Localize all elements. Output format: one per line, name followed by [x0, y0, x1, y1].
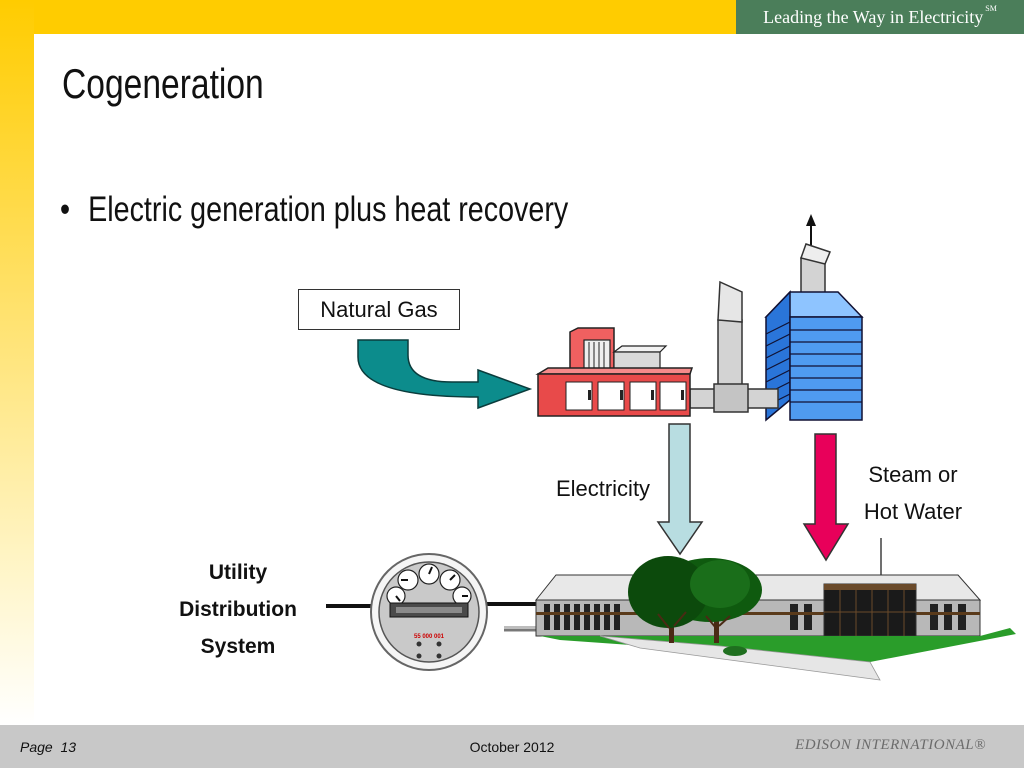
- page-label: Page: [20, 739, 53, 755]
- steam-label: Steam or Hot Water: [850, 456, 976, 530]
- utility-label-line1: Utility: [208, 561, 268, 584]
- gas-flow-arrow: [357, 339, 533, 410]
- meter-number: 55 000 001: [414, 634, 445, 640]
- heat-recovery-unit-icon: [764, 290, 864, 422]
- company-name: EDISON INTERNATIONAL®: [795, 737, 986, 753]
- electric-meter-icon: 55 000 001: [370, 553, 488, 671]
- gas-turbine-generator-icon: [535, 327, 694, 417]
- bullet-item: • Electric generation plus heat recovery: [60, 190, 568, 230]
- electricity-label: Electricity: [555, 476, 651, 501]
- tagline-service-mark: SM: [985, 4, 997, 13]
- footer-date: October 2012: [469, 739, 555, 755]
- exhaust-stack-icon: [800, 214, 832, 303]
- page-indicator: Page 13: [20, 739, 76, 755]
- electricity-flow-arrow: [656, 423, 704, 556]
- left-accent-band: [0, 0, 34, 725]
- trees-icon: [628, 556, 762, 643]
- slide-title: Cogeneration: [62, 60, 264, 107]
- bullet-text: Electric generation plus heat recovery: [88, 190, 569, 229]
- natural-gas-label: Natural Gas: [298, 289, 460, 330]
- utility-label: Utility Distribution System: [158, 554, 318, 665]
- facility-building-icon: [504, 574, 1016, 681]
- turbine-exhaust-pipe-icon: [689, 280, 779, 413]
- steam-flow-arrow: [802, 433, 850, 562]
- page-number: 13: [60, 739, 77, 755]
- utility-label-line2: Distribution: [179, 598, 297, 621]
- steam-label-line1: Steam or: [868, 462, 958, 487]
- tagline-text: Leading the Way in Electricity: [763, 7, 984, 27]
- bullet-dot: •: [60, 190, 71, 229]
- footer-bar: Page 13 October 2012 EDISON INTERNATIONA…: [0, 725, 1024, 768]
- steam-label-line2: Hot Water: [863, 499, 963, 524]
- utility-label-line3: System: [200, 635, 276, 658]
